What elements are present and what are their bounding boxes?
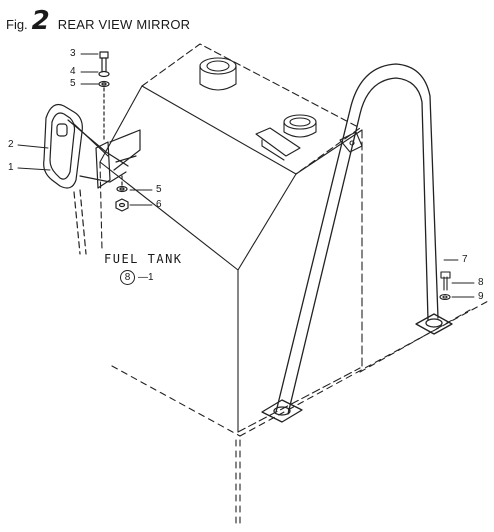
figure-number: 2 [31, 6, 50, 36]
fuel-tank-drawing [99, 43, 363, 433]
handrail-drawing [261, 63, 453, 423]
callout-leaders [17, 53, 475, 298]
callout-5-upper: 5 [70, 78, 76, 89]
fuel-tank-ref-suffix: —1 [138, 272, 154, 283]
callout-8: 8 [478, 277, 484, 288]
figure-header: Fig. 2 REAR VIEW MIRROR [6, 4, 190, 34]
callout-5-lower: 5 [156, 184, 162, 195]
handrail-fasteners-drawing [439, 271, 451, 301]
callout-1: 1 [8, 162, 14, 173]
callout-2: 2 [8, 139, 14, 150]
callout-6: 6 [156, 199, 162, 210]
figure-prefix: Fig. [6, 17, 28, 32]
rear-view-mirror-drawing [43, 51, 141, 255]
fuel-tank-label: FUEL TANK [104, 252, 183, 266]
callout-7: 7 [462, 254, 468, 265]
callout-9: 9 [478, 291, 484, 302]
callout-3: 3 [70, 48, 76, 59]
callout-4: 4 [70, 66, 76, 77]
fuel-tank-ref-badge: 8 [120, 270, 135, 285]
figure-title: REAR VIEW MIRROR [57, 17, 191, 32]
